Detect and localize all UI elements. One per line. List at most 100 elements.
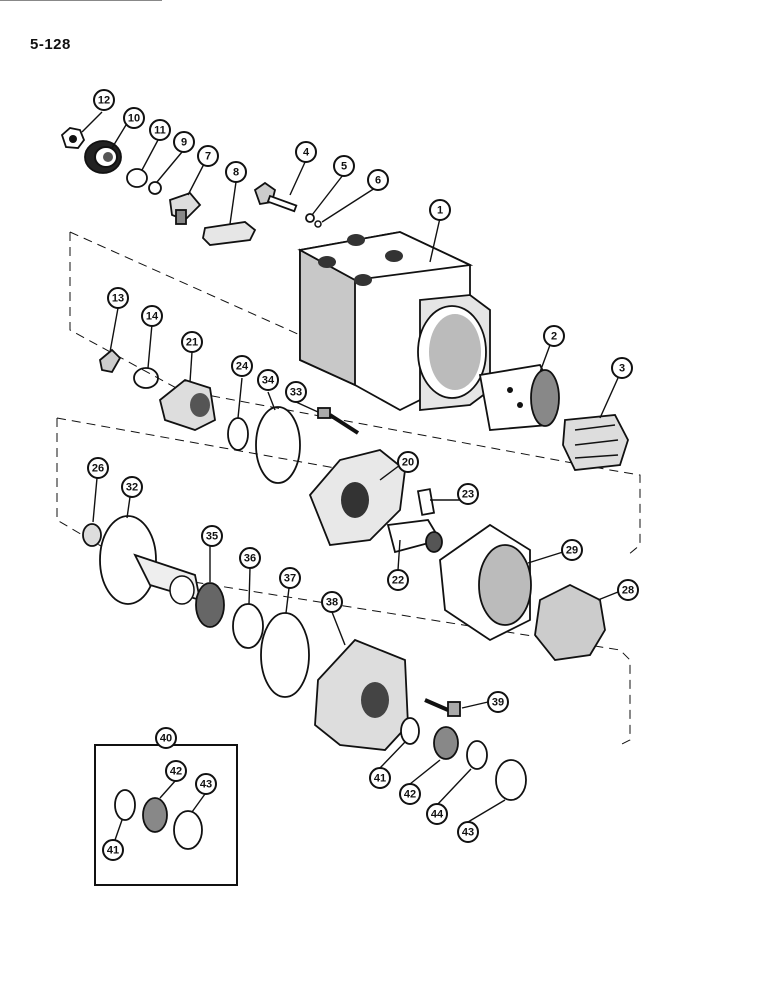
part-13-pin — [99, 348, 122, 374]
part-2-spool — [478, 364, 560, 431]
svg-text:36: 36 — [244, 553, 256, 565]
callout-28: 28 — [617, 579, 639, 601]
part-33-screw — [317, 407, 360, 435]
part-14-ring — [133, 367, 159, 389]
svg-text:12: 12 — [98, 95, 110, 107]
part-32-shaft — [99, 515, 202, 605]
part-11-oring — [126, 168, 148, 188]
part-41-seal — [400, 717, 420, 745]
callout-group: 1234567891011121314202122232426282932333… — [87, 89, 639, 861]
svg-text:5: 5 — [341, 161, 347, 173]
part-35-bearing — [195, 582, 225, 628]
svg-text:37: 37 — [284, 573, 296, 585]
svg-text:28: 28 — [622, 585, 634, 597]
svg-text:10: 10 — [128, 113, 140, 125]
svg-text:44: 44 — [431, 809, 444, 821]
part-1-housing — [297, 231, 491, 412]
part-24-ring — [227, 417, 249, 451]
callout-35: 35 — [201, 525, 223, 547]
callout-inset-40: 40 — [155, 727, 177, 749]
svg-text:4: 4 — [303, 147, 310, 159]
callout-33: 33 — [285, 381, 307, 403]
callout-29: 29 — [561, 539, 583, 561]
callout-8: 8 — [225, 161, 247, 183]
inset-part-41 — [114, 789, 136, 821]
callout-9: 9 — [173, 131, 195, 153]
svg-text:38: 38 — [326, 597, 338, 609]
part-36-washer — [232, 603, 264, 649]
callout-34: 34 — [257, 369, 279, 391]
svg-text:20: 20 — [402, 457, 414, 469]
callout-inset-42: 42 — [165, 760, 187, 782]
group-outline-upper — [69, 232, 641, 556]
svg-text:7: 7 — [205, 151, 211, 163]
svg-text:26: 26 — [92, 463, 104, 475]
part-37-ring — [260, 612, 310, 698]
svg-text:8: 8 — [233, 167, 239, 179]
svg-text:14: 14 — [146, 311, 159, 323]
callout-36: 36 — [239, 547, 261, 569]
part-43-washer — [495, 759, 527, 801]
svg-text:41: 41 — [374, 773, 386, 785]
part-22-drive — [386, 519, 443, 554]
svg-text:40: 40 — [160, 733, 172, 745]
svg-text:3: 3 — [619, 363, 625, 375]
part-23-key — [416, 488, 436, 516]
callout-14: 14 — [141, 305, 163, 327]
part-26-plug — [82, 523, 102, 547]
callout-inset-41: 41 — [102, 839, 124, 861]
part-29-ring — [439, 523, 532, 642]
svg-text:33: 33 — [290, 387, 302, 399]
callout-3: 3 — [611, 357, 633, 379]
callout-10: 10 — [123, 107, 145, 129]
callout-44: 44 — [426, 803, 448, 825]
part-10-cap — [84, 140, 122, 174]
svg-text:6: 6 — [375, 175, 381, 187]
part-7-valve — [169, 191, 202, 225]
callout-2: 2 — [543, 325, 565, 347]
part-12-nut — [60, 127, 86, 149]
group-outline-lower-top — [56, 417, 336, 469]
part-4-bolt — [253, 181, 298, 213]
callout-23: 23 — [457, 483, 479, 505]
callout-41: 41 — [369, 767, 391, 789]
callout-7: 7 — [197, 145, 219, 167]
callout-39: 39 — [487, 691, 509, 713]
inset-part-43 — [173, 810, 203, 850]
part-20-plate — [308, 449, 406, 546]
callout-6: 6 — [367, 169, 389, 191]
callout-22: 22 — [387, 569, 409, 591]
header-rule — [0, 0, 162, 1]
callout-38: 38 — [321, 591, 343, 613]
svg-text:43: 43 — [462, 827, 474, 839]
svg-text:13: 13 — [112, 293, 124, 305]
svg-text:39: 39 — [492, 697, 504, 709]
callout-32: 32 — [121, 476, 143, 498]
part-21-spool-assy — [158, 378, 216, 431]
part-42-seal — [433, 726, 459, 760]
svg-text:43: 43 — [200, 779, 212, 791]
svg-text:9: 9 — [181, 137, 187, 149]
svg-text:34: 34 — [262, 375, 275, 387]
svg-text:32: 32 — [126, 482, 138, 494]
svg-text:24: 24 — [236, 361, 249, 373]
part-38-endcap — [314, 638, 409, 751]
callout-13: 13 — [107, 287, 129, 309]
part-8-plate — [202, 221, 257, 246]
svg-text:42: 42 — [170, 766, 182, 778]
part-9-oring — [148, 181, 162, 195]
part-5-ring — [305, 213, 315, 223]
svg-text:41: 41 — [107, 845, 119, 857]
callout-5: 5 — [333, 155, 355, 177]
callout-26: 26 — [87, 457, 109, 479]
svg-text:23: 23 — [462, 489, 474, 501]
callout-42: 42 — [399, 783, 421, 805]
svg-text:42: 42 — [404, 789, 416, 801]
callout-20: 20 — [397, 451, 419, 473]
part-44-snapring — [466, 740, 488, 770]
part-6-ball — [314, 220, 322, 228]
part-34-ring — [255, 406, 301, 484]
callout-12: 12 — [93, 89, 115, 111]
svg-text:29: 29 — [566, 545, 578, 557]
